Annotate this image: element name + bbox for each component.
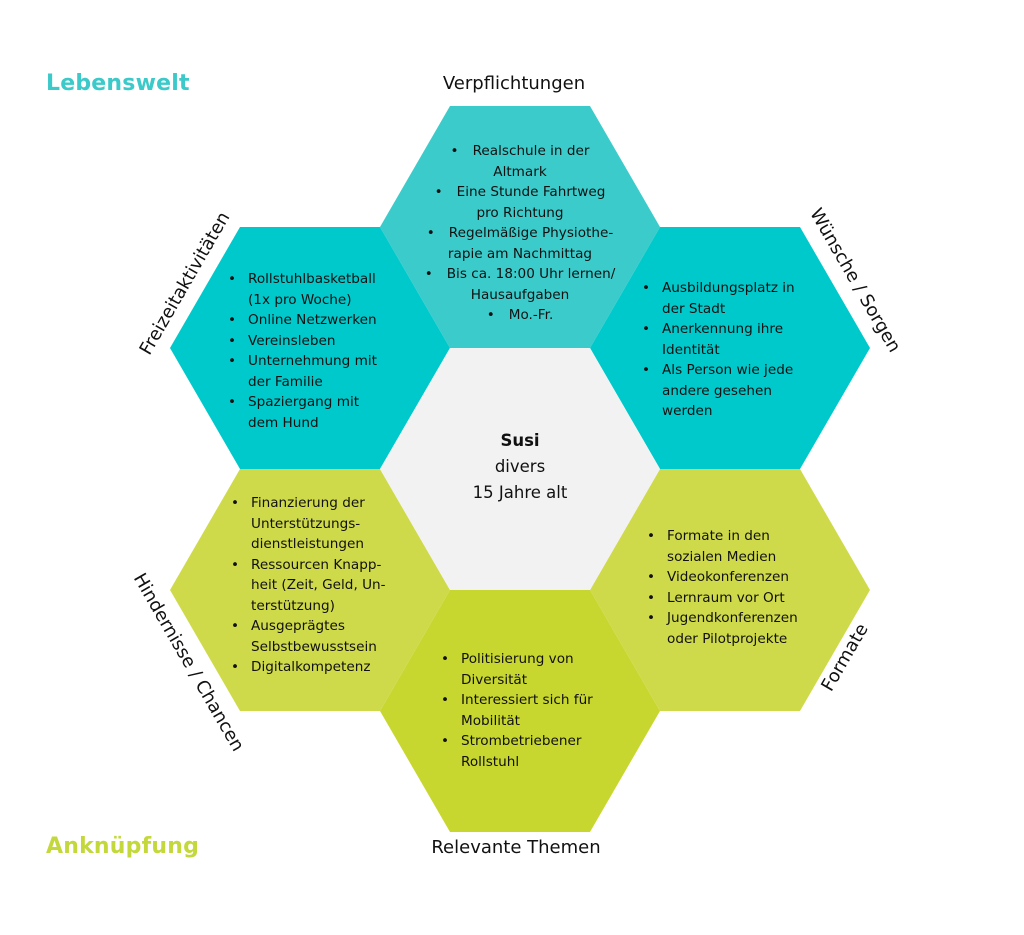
hex-persona — [380, 348, 660, 590]
themen-list: Politisierung von DiversitätInteressiert… — [441, 649, 641, 772]
verpflichtungen-label: Verpflichtungen — [442, 73, 586, 94]
list-item: Unternehmung mit der Familie — [228, 351, 428, 392]
list-item: Bis ca. 18:00 Uhr lernen/ Hausaufgaben — [395, 264, 645, 305]
persona-info: Susi divers 15 Jahre alt — [420, 428, 620, 506]
list-item: Ausgeprägtes Selbstbewusstsein — [231, 616, 431, 657]
list-item: Regelmäßige Physiothe- rapie am Nachmitt… — [395, 223, 645, 264]
verpflichtungen-list: Realschule in der AltmarkEine Stunde Fah… — [395, 141, 645, 326]
persona-gender: divers — [494, 457, 546, 476]
list-item: Realschule in der Altmark — [395, 141, 645, 182]
list-item: Anerkennung ihre Identität — [642, 319, 842, 360]
list-item: Als Person wie jede andere gesehen werde… — [642, 360, 842, 422]
list-item: Videokonferenzen — [647, 567, 847, 588]
list-item: Strombetriebener Rollstuhl — [441, 731, 641, 772]
list-item: Spaziergang mit dem Hund — [228, 392, 428, 433]
themen-label: Relevante Themen — [431, 837, 601, 858]
list-item: Finanzierung der Unterstützungs- dienstl… — [231, 493, 431, 555]
list-item: Mo.-Fr. — [395, 305, 645, 326]
list-item: Rollstuhlbasketball (1x pro Woche) — [228, 269, 428, 310]
list-item: Politisierung von Diversität — [441, 649, 641, 690]
formate-list: Formate in den sozialen MedienVideokonfe… — [647, 526, 847, 649]
freizeit-list: Rollstuhlbasketball (1x pro Woche)Online… — [228, 269, 428, 433]
lebenswelt-heading: Lebenswelt — [46, 71, 190, 96]
wuensche-list: Ausbildungsplatz in der StadtAnerkennung… — [642, 278, 842, 422]
anknuepfung-heading: Anknüpfung — [46, 834, 200, 859]
list-item: Ressourcen Knapp- heit (Zeit, Geld, Un- … — [231, 555, 431, 617]
list-item: Interessiert sich für Mobilität — [441, 690, 641, 731]
list-item: Digitalkompetenz — [231, 657, 431, 678]
persona-name: Susi — [500, 431, 540, 450]
hindernisse-list: Finanzierung der Unterstützungs- dienstl… — [231, 493, 431, 678]
list-item: Formate in den sozialen Medien — [647, 526, 847, 567]
list-item: Lernraum vor Ort — [647, 588, 847, 609]
persona-age: 15 Jahre alt — [472, 483, 568, 502]
list-item: Online Netzwerken — [228, 310, 428, 331]
list-item: Jugendkonferenzen oder Pilotprojekte — [647, 608, 847, 649]
list-item: Eine Stunde Fahrtweg pro Richtung — [395, 182, 645, 223]
list-item: Vereinsleben — [228, 331, 428, 352]
list-item: Ausbildungsplatz in der Stadt — [642, 278, 842, 319]
